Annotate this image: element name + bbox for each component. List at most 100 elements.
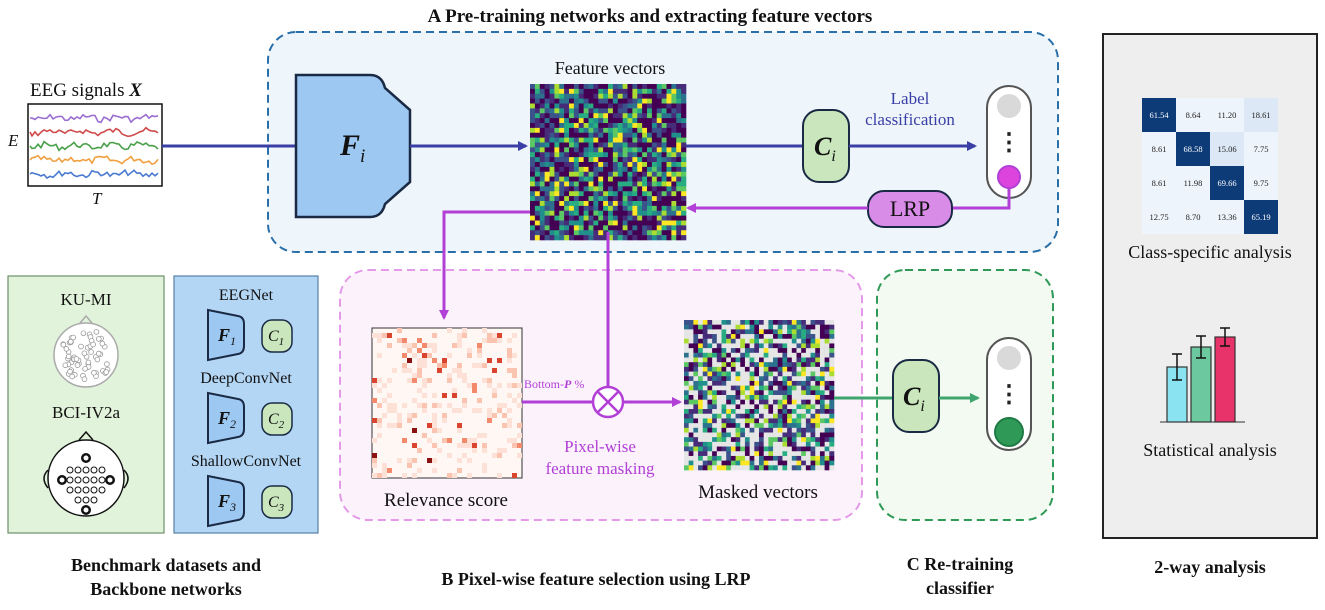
heatmap-cell (768, 357, 774, 363)
heatmap-cell (777, 460, 783, 466)
heatmap-cell (726, 446, 732, 452)
electrode-dot (60, 341, 67, 348)
heatmap-cell (549, 176, 555, 182)
heatmap-cell (593, 147, 599, 153)
heatmap-cell (622, 196, 628, 202)
heatmap-cell (544, 220, 550, 226)
heatmap-cell (622, 210, 628, 216)
section-b-title: B Pixel-wise feature selection using LRP (441, 569, 750, 589)
heatmap-cell (829, 418, 835, 424)
heatmap-cell (735, 334, 741, 340)
heatmap-cell (402, 343, 407, 348)
heatmap-cell (573, 123, 580, 129)
heatmap-cell (588, 127, 594, 134)
heatmap-cell (603, 205, 609, 212)
heatmap-cell (661, 166, 667, 173)
heatmap-cell (656, 147, 662, 153)
heatmap-cell (721, 437, 727, 443)
heatmap-cell (688, 432, 694, 438)
heatmap-cell (549, 113, 555, 119)
heatmap-cell (777, 376, 783, 382)
heatmap-cell (603, 123, 609, 129)
heatmap-cell (539, 132, 545, 138)
heatmap-cell (617, 171, 623, 177)
heatmap-cell (698, 418, 704, 424)
backbone-extractor-icon (207, 391, 245, 445)
heatmap-cell (749, 460, 755, 466)
heatmap-cell (534, 132, 541, 138)
heatmap-cell (549, 220, 555, 226)
heatmap-cell (573, 84, 580, 90)
heatmap-cell (642, 152, 648, 158)
heatmap-cell (632, 98, 638, 104)
heatmap-cell (544, 171, 550, 177)
heatmap-cell (805, 441, 811, 447)
heatmap-cell (698, 380, 704, 386)
heatmap-cell (427, 423, 432, 428)
heatmap-cell (637, 93, 643, 99)
heatmap-cell (549, 191, 555, 197)
heatmap-cell (578, 88, 584, 95)
heatmap-cell (787, 399, 793, 405)
heatmap-cell (787, 432, 793, 438)
heatmap-cell (791, 437, 797, 443)
heatmap-cell (749, 432, 755, 438)
heatmap-cell (671, 118, 677, 124)
heatmap-cell (805, 409, 811, 415)
heatmap-cell (671, 186, 677, 192)
heatmap-cell (622, 84, 628, 90)
heatmap-cell (617, 176, 623, 182)
heatmap-cell (768, 441, 774, 447)
heatmap-cell (716, 418, 722, 424)
heatmap-cell (593, 113, 599, 119)
heatmap-cell (773, 432, 779, 438)
heatmap-cell (740, 418, 746, 424)
heatmap-cell (749, 338, 755, 344)
electrode-dot (90, 486, 98, 494)
heatmap-cell (688, 451, 694, 457)
heatmap-cell (497, 448, 502, 453)
heatmap-cell (676, 162, 682, 168)
backbone-name: ShallowConvNet (191, 453, 302, 470)
heatmap-cell (801, 338, 807, 344)
heatmap-cell (730, 446, 736, 452)
heatmap-cell (559, 147, 565, 153)
heatmap-cell (539, 205, 545, 212)
heatmap-cell (627, 166, 633, 173)
heatmap-cell (735, 460, 741, 466)
heatmap-cell (462, 443, 467, 448)
heatmap-cell (754, 338, 760, 344)
heatmap-cell (759, 380, 764, 386)
heatmap-cell (656, 108, 662, 114)
heatmap-cell (603, 215, 609, 221)
heatmap-cell (661, 152, 667, 158)
heatmap-cell (642, 181, 648, 187)
heatmap-cell (787, 390, 793, 396)
heatmap-cell (472, 408, 477, 413)
heatmap-cell (598, 186, 604, 192)
heatmap-cell (698, 423, 704, 429)
heatmap-cell (549, 196, 555, 202)
heatmap-cell (763, 352, 769, 358)
heatmap-cell (467, 458, 472, 463)
heatmap-cell (661, 205, 667, 212)
heatmap-cell (593, 201, 599, 207)
heatmap-cell (763, 324, 769, 330)
heatmap-cell (796, 380, 802, 386)
heatmap-cell (593, 152, 599, 158)
heatmap-cell (554, 220, 560, 226)
heatmap-cell (588, 235, 594, 241)
heatmap-cell (819, 460, 825, 466)
electrode-dot (74, 496, 82, 504)
heatmap-cell (612, 152, 619, 158)
heatmap-cell (622, 147, 628, 153)
heatmap-cell (588, 166, 594, 173)
heatmap-cell (462, 438, 467, 443)
heatmap-cell (666, 147, 672, 153)
heatmap-cell (467, 348, 472, 353)
heatmap-cell (819, 380, 825, 386)
heatmap-cell (549, 171, 555, 177)
heatmap-cell (768, 366, 774, 372)
electrode-dot (96, 336, 102, 342)
electrode-dot (74, 476, 82, 484)
